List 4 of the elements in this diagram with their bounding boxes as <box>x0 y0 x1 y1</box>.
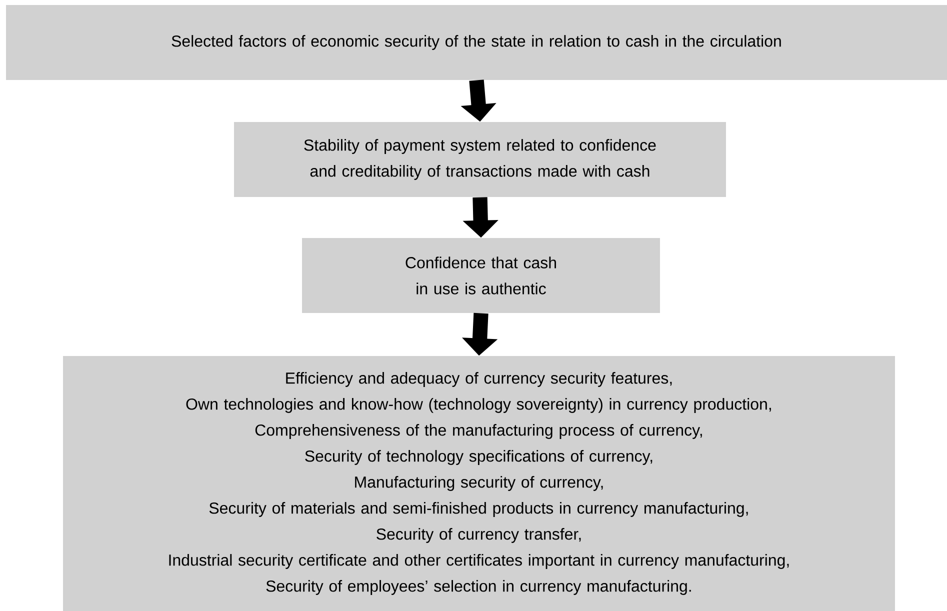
text-box: Stability of payment system related to confidence and creditability of transactions made with cash <box>234 122 726 197</box>
text-box: Efficiency and adequacy of currency security features, Own technologies and know-how (technology sovereignty) in currency production, Comprehensiveness of the manufacturing process of currency, Security of technology specifications of currency, Manufacturing security of currency, Security of materials and semi-finished products in currency manufacturing, Security of currency transfer, Industrial security certificate and other certificates important in currency manufacturing, Security of employees’ selection in currency manufacturing. <box>63 356 895 611</box>
text-box: Selected factors of economic security of the state in relation to cash in the circulation <box>6 5 947 80</box>
text-box: Confidence that cash in use is authentic <box>302 238 660 313</box>
